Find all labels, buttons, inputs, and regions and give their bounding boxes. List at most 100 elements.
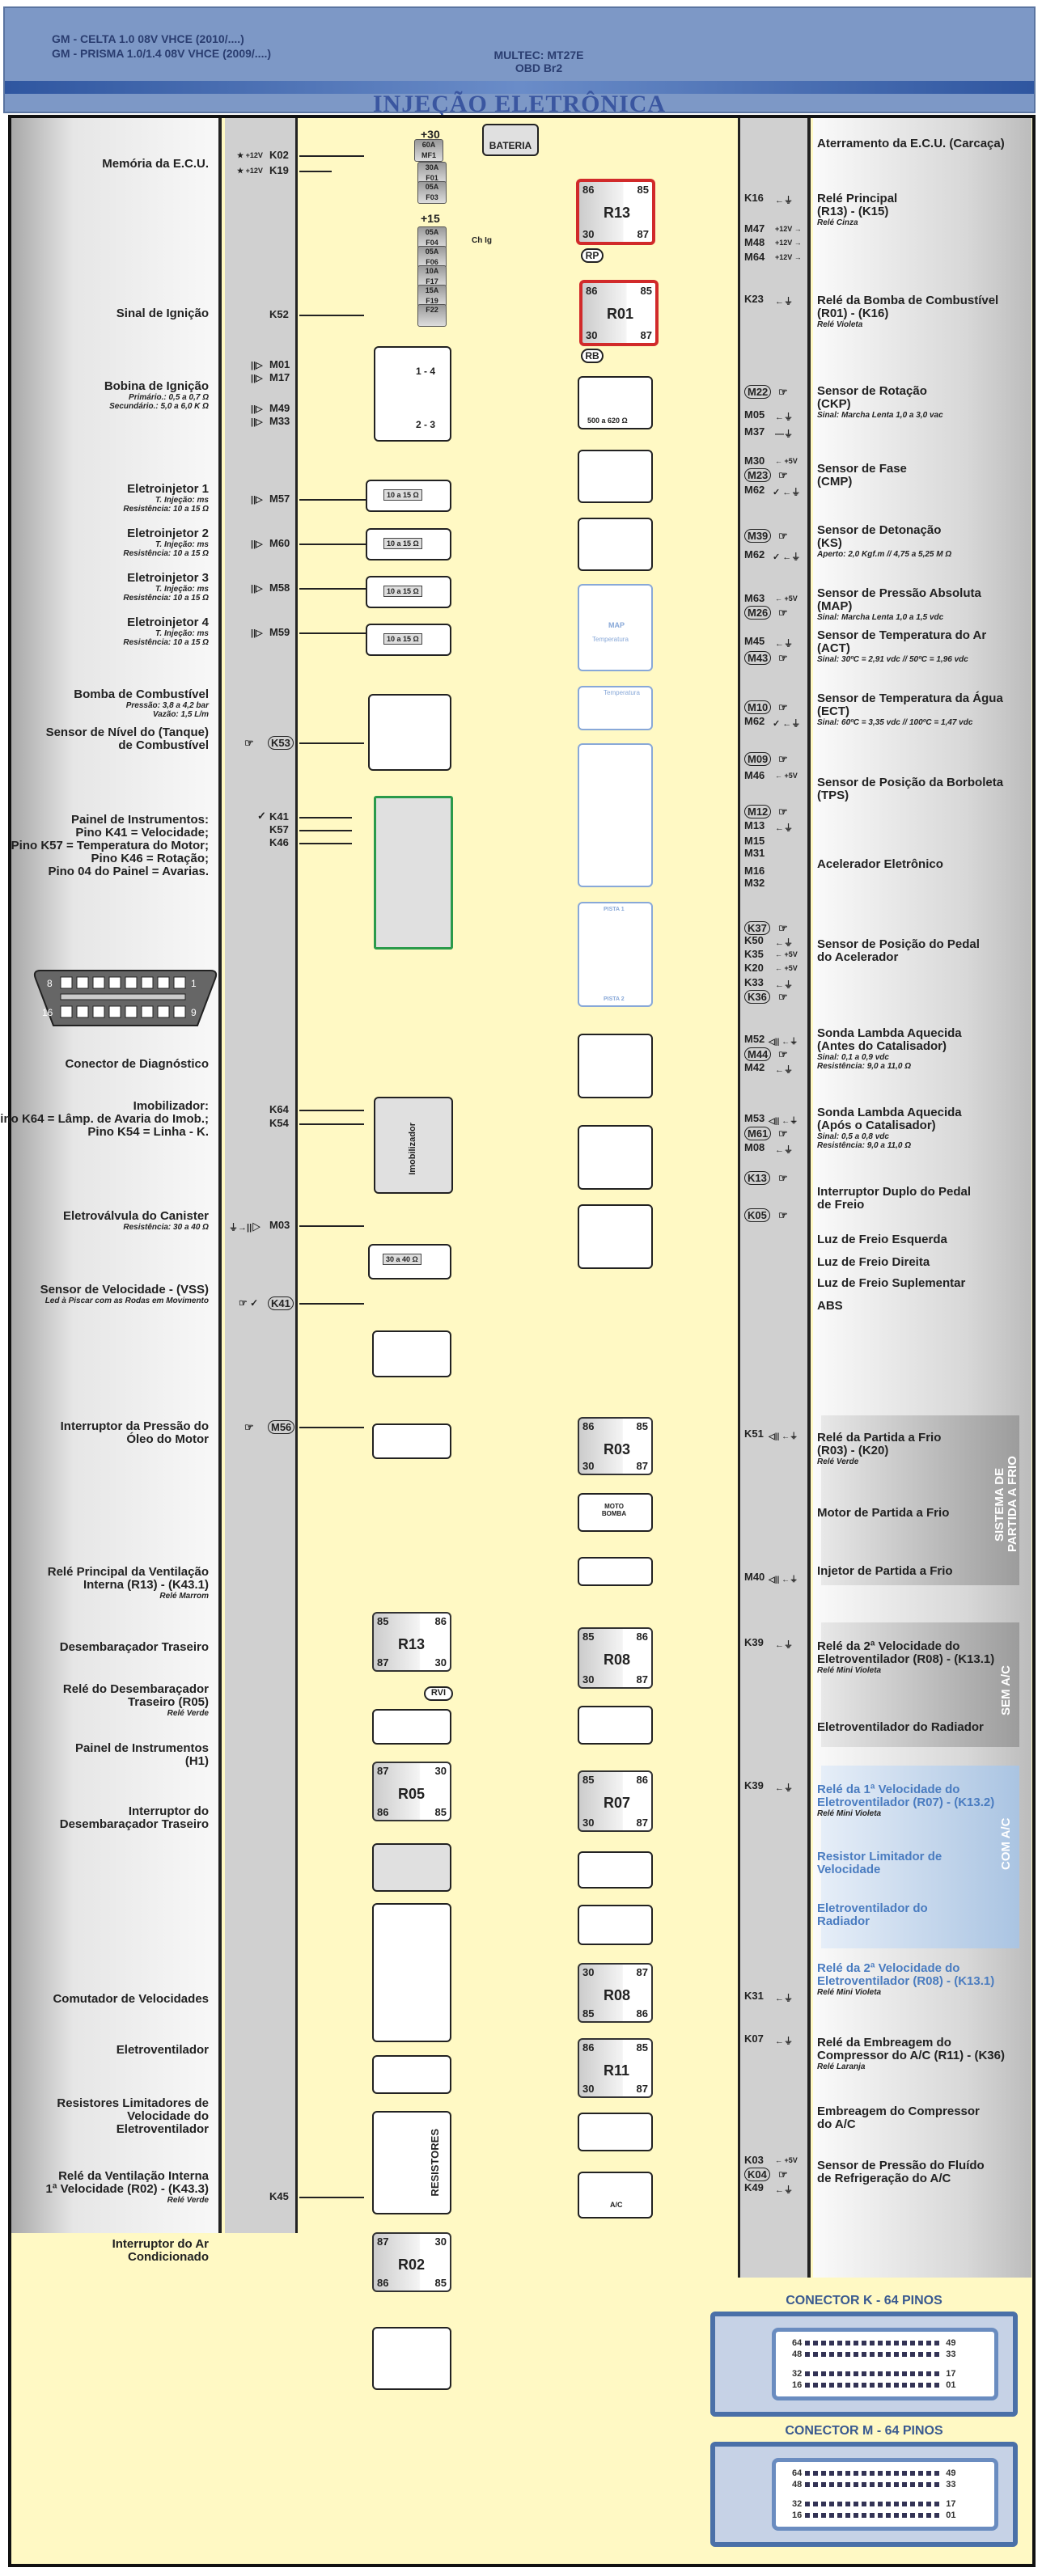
pin-m61[interactable]: M61	[744, 1127, 772, 1140]
pin-m32[interactable]: M32	[744, 877, 765, 889]
rear-defroster	[372, 1709, 451, 1745]
pin-k13[interactable]: K13	[744, 1171, 770, 1185]
pin-m01-note: ||▷	[251, 361, 263, 370]
label-act-2: (ACT)Sinal: 30ºC = 2,91 vdc // 50ºC = 1,…	[817, 641, 968, 665]
pin-k45[interactable]: K45	[269, 2190, 289, 2202]
pin-m17[interactable]: M17	[269, 371, 290, 383]
label-ventilation-relay-2: Interna (R13) - (K43.1)Relé Marrom	[83, 1578, 209, 1601]
pin-m62[interactable]: M62	[744, 548, 765, 560]
pin-k19[interactable]: K19	[269, 164, 289, 176]
pin-m52[interactable]: M52	[744, 1033, 765, 1045]
pin-m42[interactable]: M42	[744, 1061, 765, 1073]
pin-k05[interactable]: K05	[744, 1208, 770, 1222]
pin-m62[interactable]: M62	[744, 484, 765, 496]
instrument-panel-h1	[372, 1843, 451, 1892]
pin-k33[interactable]: K33	[744, 976, 764, 988]
label-fuel-pump-relay: Relé da Bomba de Combustível	[817, 294, 999, 307]
label-cold-start-relay: Relé da Partida a Frio	[817, 1431, 942, 1445]
pin-m31[interactable]: M31	[744, 847, 765, 859]
pin-k64[interactable]: K64	[269, 1103, 289, 1115]
label-tps: Sensor de Posição da Borboleta	[817, 776, 1004, 789]
label-ac-switch: Interruptor do Ar	[112, 2237, 209, 2251]
pin-k46[interactable]: K46	[269, 836, 289, 848]
pin-k31[interactable]: K31	[744, 1990, 764, 2002]
label-radiator-fan-ac-2: Radiador	[817, 1914, 870, 1928]
pin-k52[interactable]: K52	[269, 308, 289, 320]
pin-m13[interactable]: M13	[744, 819, 765, 831]
pin-m22[interactable]: M22	[744, 385, 772, 399]
pin-k51[interactable]: K51	[744, 1428, 764, 1440]
label-rear-defroster: Desembaraçador Traseiro	[59, 1640, 209, 1654]
pin-m46[interactable]: M46	[744, 769, 765, 781]
pin-k49[interactable]: K49	[744, 2181, 764, 2193]
pin-k02-note: ★ +12V	[237, 151, 263, 159]
pin-m48[interactable]: M48	[744, 236, 765, 248]
pin-k50[interactable]: K50	[744, 934, 764, 946]
pin-m64[interactable]: M64	[744, 251, 765, 263]
pin-m05[interactable]: M05	[744, 408, 765, 421]
pin-m03[interactable]: M03	[269, 1219, 290, 1231]
pin-m58[interactable]: M58	[269, 582, 290, 594]
pin-k02[interactable]: K02	[269, 149, 289, 161]
pin-k41[interactable]: K41	[269, 810, 289, 823]
pin-m10[interactable]: M10	[744, 700, 772, 714]
pin-m43[interactable]: M43	[744, 651, 772, 665]
pin-k39-ac[interactable]: K39	[744, 1779, 764, 1791]
hand-pointer-icon: ☞	[778, 1048, 788, 1060]
label-ventilation-relay-r02: Relé da Ventilação Interna	[58, 2169, 209, 2183]
pin-k57[interactable]: K57	[269, 823, 289, 835]
pin-m26[interactable]: M26	[744, 606, 772, 620]
pin-m62[interactable]: M62	[744, 715, 765, 727]
pin-m56[interactable]: M56	[268, 1420, 295, 1434]
pin-m53[interactable]: M53	[744, 1112, 765, 1124]
brake-pedal-switch	[578, 1204, 653, 1269]
pin-m23[interactable]: M23	[744, 468, 772, 482]
pin-m39[interactable]: M39	[744, 529, 772, 543]
pin-k07[interactable]: K07	[744, 2032, 764, 2045]
pin-k16[interactable]: K16	[744, 192, 764, 204]
pin-m60[interactable]: M60	[269, 537, 290, 549]
lambda-after-catalyst	[578, 1125, 653, 1190]
throttle-body	[578, 743, 653, 887]
pin-m40[interactable]: M40	[744, 1571, 765, 1583]
pin-k04[interactable]: K04	[744, 2168, 770, 2181]
label-fan: Eletroventilador	[116, 2043, 209, 2057]
pin-m49[interactable]: M49	[269, 402, 290, 414]
pin-m59[interactable]: M59	[269, 626, 290, 638]
label-ckp-2: (CKP)Sinal: Marcha Lenta 1,0 a 3,0 vac	[817, 397, 943, 421]
pin-m08[interactable]: M08	[744, 1141, 765, 1153]
label-defroster-switch-2: Desembaraçador Traseiro	[59, 1817, 209, 1831]
pin-k39[interactable]: K39	[744, 1636, 764, 1648]
pin-m12[interactable]: M12	[744, 805, 772, 818]
pin-m09[interactable]: M09	[744, 752, 772, 766]
pin-k37[interactable]: K37	[744, 921, 770, 935]
ventilation-fan	[372, 2055, 451, 2094]
pin-m47[interactable]: M47	[744, 222, 765, 235]
pin-m45[interactable]: M45	[744, 635, 765, 647]
pin-m15[interactable]: M15	[744, 835, 765, 847]
pin-k53[interactable]: K53	[268, 736, 294, 750]
pin-m37[interactable]: M37	[744, 425, 765, 438]
defroster-speed-switch	[372, 1903, 451, 2042]
pin-k35[interactable]: K35	[744, 948, 764, 960]
pin-m01[interactable]: M01	[269, 358, 290, 370]
pin-m16[interactable]: M16	[744, 865, 765, 877]
hand-pointer-icon: ☞	[778, 1127, 788, 1140]
pin-m33[interactable]: M33	[269, 415, 290, 427]
pin-k54[interactable]: K54	[269, 1117, 289, 1129]
pin-k20[interactable]: K20	[744, 962, 764, 974]
pin-m57[interactable]: M57	[269, 493, 290, 505]
cmp-sensor	[578, 450, 653, 503]
pin-m63[interactable]: M63	[744, 592, 765, 604]
check-icon: ✓	[257, 810, 266, 822]
no-ac-section-label: SEM A/C	[999, 1665, 1013, 1715]
pin-k23[interactable]: K23	[744, 293, 764, 305]
label-ac-clutch-2: do A/C	[817, 2117, 856, 2131]
pin-m44[interactable]: M44	[744, 1047, 772, 1061]
pin-k36[interactable]: K36	[744, 990, 770, 1004]
pin-m30[interactable]: M30	[744, 455, 765, 467]
pin-k41-vss[interactable]: K41	[268, 1296, 294, 1310]
pin-k03[interactable]: K03	[744, 2154, 764, 2166]
